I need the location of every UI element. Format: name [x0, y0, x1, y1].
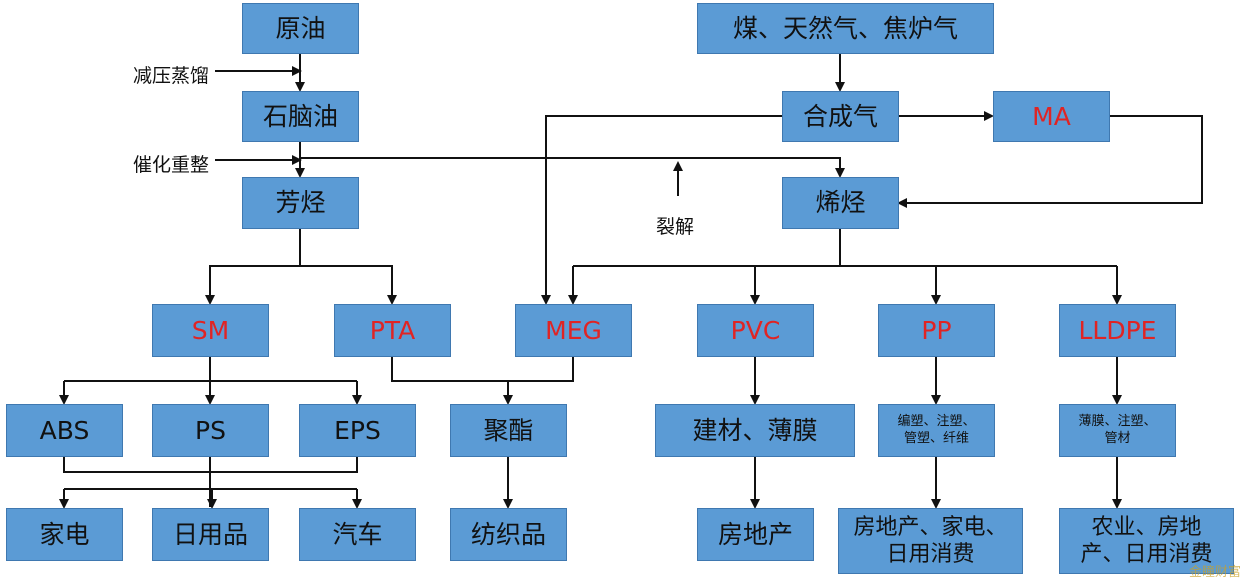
- node-pvc: PVC: [697, 304, 814, 357]
- label-cracking: 裂解: [656, 216, 695, 238]
- node-eps: EPS: [299, 404, 416, 457]
- node-lldpe-uses: 薄膜、注塑、管材: [1059, 404, 1176, 457]
- node-textiles: 纺织品: [450, 508, 567, 561]
- arrow-ma-olefins: [897, 115, 1203, 208]
- node-meg: MEG: [515, 304, 632, 357]
- node-aromatics: 芳烃: [242, 177, 359, 229]
- node-pta: PTA: [334, 304, 451, 357]
- node-olefins: 烯烃: [782, 177, 899, 229]
- node-pp: PP: [878, 304, 995, 357]
- node-real-estate: 房地产: [697, 508, 814, 561]
- node-polyester: 聚酯: [450, 404, 567, 457]
- node-appliances: 家电: [6, 508, 123, 561]
- node-sm: SM: [152, 304, 269, 357]
- line-pta-polyester: [391, 357, 574, 382]
- node-lldpe: LLDPE: [1059, 304, 1176, 357]
- arrow-aromatics-pta: [300, 265, 397, 305]
- node-pp-uses: 编塑、注塑、管塑、纤维: [878, 404, 995, 457]
- node-coal-gas: 煤、天然气、焦炉气: [697, 3, 994, 54]
- watermark-logo: 金瞳财富: [1188, 565, 1241, 580]
- node-ma: MA: [993, 91, 1110, 142]
- label-vacuum-distillation: 减压蒸馏: [133, 65, 210, 87]
- node-building-film: 建材、薄膜: [655, 404, 855, 457]
- node-ps: PS: [152, 404, 269, 457]
- arrow-aromatics-sm: [205, 265, 300, 305]
- node-pp-end-use: 房地产、家电、日用消费: [838, 508, 1023, 574]
- arrow-naphtha-olefins: [300, 157, 845, 178]
- node-daily-goods: 日用品: [152, 508, 269, 561]
- node-lldpe-end-use: 农业、房地产、日用消费: [1059, 508, 1234, 574]
- node-naphtha: 石脑油: [242, 91, 359, 142]
- node-crude-oil: 原油: [242, 3, 359, 54]
- label-catalytic-reforming: 催化重整: [133, 154, 210, 176]
- arrow-syngas-meg: [541, 115, 782, 305]
- node-abs: ABS: [6, 404, 123, 457]
- node-automobile: 汽车: [299, 508, 416, 561]
- node-syngas: 合成气: [782, 91, 899, 142]
